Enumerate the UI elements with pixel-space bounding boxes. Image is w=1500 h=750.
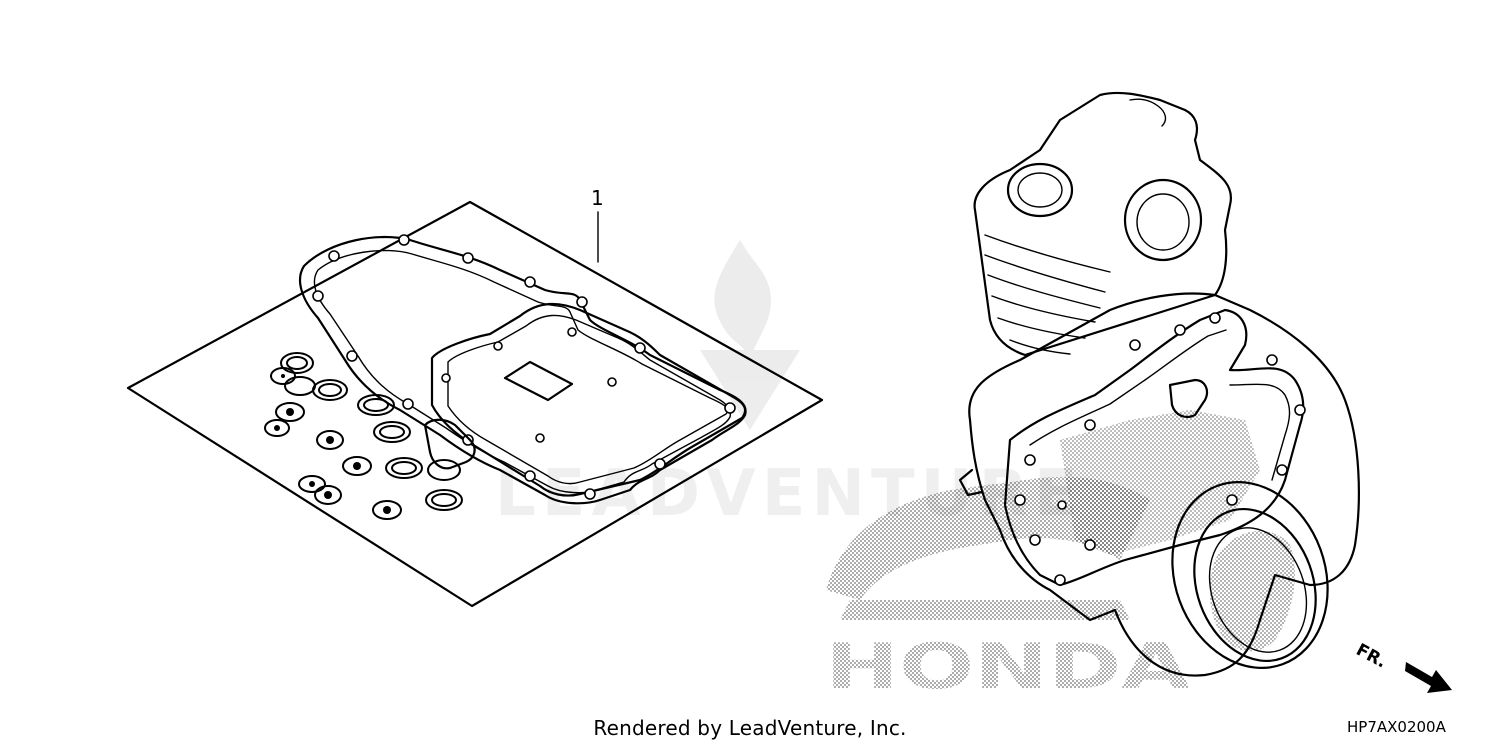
o-ring	[284, 376, 316, 396]
flame-logo-icon	[700, 240, 800, 430]
honda-brand-mark: HONDA	[825, 476, 1190, 703]
side-cover-rim	[1193, 507, 1317, 663]
o-ring	[373, 421, 411, 443]
side-cover-shading	[1209, 530, 1295, 652]
o-ring	[357, 394, 395, 416]
o-ring	[379, 425, 405, 439]
honda-wing-logo	[826, 476, 1150, 600]
gasket-kit-sheet	[126, 200, 824, 608]
honda-wordmark: HONDA	[825, 630, 1190, 703]
head-port-left-inner	[1017, 172, 1063, 208]
callout-number-1: 1	[591, 186, 604, 210]
o-ring	[391, 461, 417, 475]
crankcase-gasket-surface	[1003, 308, 1305, 587]
gasket-bolt-holes	[312, 234, 736, 500]
o-ring	[427, 459, 461, 481]
engine-illustration	[958, 91, 1360, 677]
o-ring	[372, 500, 402, 520]
diagram-code: HP7AX0200A	[1347, 718, 1446, 736]
crankcase	[968, 292, 1360, 677]
o-ring	[270, 367, 296, 385]
o-ring	[280, 352, 314, 374]
o-ring	[314, 485, 342, 505]
o-ring	[342, 456, 372, 476]
o-ring	[385, 457, 423, 479]
o-ring	[425, 489, 463, 511]
gasket-curved-piece	[423, 418, 476, 470]
head-port-left	[1006, 162, 1074, 218]
crankcase-bolt-holes	[1014, 312, 1306, 586]
o-ring	[298, 475, 326, 493]
o-ring	[275, 402, 305, 422]
cylinder-head	[973, 91, 1233, 357]
o-ring	[286, 356, 308, 370]
o-ring	[318, 383, 342, 397]
seal-centers	[274, 374, 391, 514]
o-ring-set	[264, 352, 463, 520]
head-port-right	[1123, 178, 1203, 262]
front-direction-indicator	[1405, 662, 1452, 693]
o-ring	[316, 430, 344, 450]
arrow-down-right-icon	[1405, 662, 1452, 693]
gasket-small-plate	[503, 360, 574, 402]
o-ring	[312, 379, 348, 401]
crankcase-shading	[1060, 410, 1260, 555]
cylinder-fins	[984, 234, 1111, 355]
side-cover-outer	[1171, 481, 1329, 669]
o-ring	[363, 398, 389, 412]
head-port-right-inner	[1136, 193, 1190, 251]
gasket-frame	[430, 302, 747, 497]
case-bracket	[1168, 378, 1209, 419]
gasket-kit: 1	[126, 186, 824, 608]
o-ring	[264, 419, 290, 437]
credit-footer: Rendered by LeadVenture, Inc.	[593, 716, 907, 740]
o-ring	[431, 493, 457, 507]
